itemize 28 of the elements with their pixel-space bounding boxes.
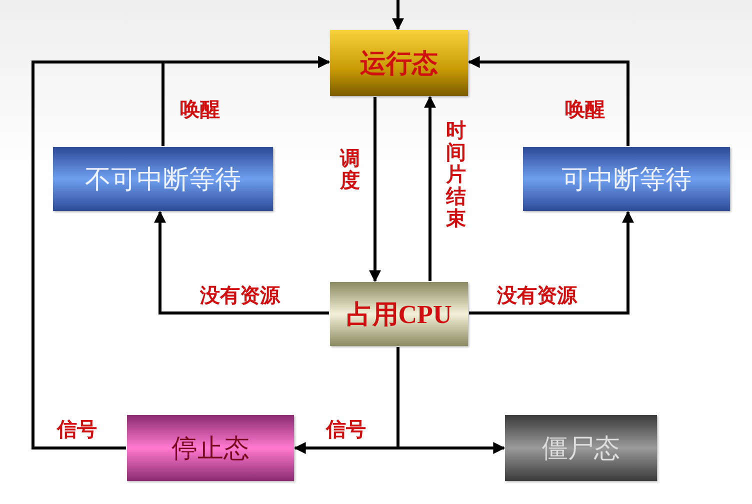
arrow [469,210,634,314]
arrow [32,56,330,450]
state-name: 运行态 [360,48,438,80]
state-box [330,282,468,346]
state-name: 僵尸态 [542,432,620,466]
state-box [53,147,273,211]
state-name: 不可中断等待 [85,164,241,196]
state-name: 可中断等待 [562,164,692,196]
edge-label: 信号 [57,418,97,442]
arrow [396,347,506,454]
arrow [369,97,381,282]
state-box [127,415,294,481]
arrow [392,0,404,30]
arrow [424,96,436,281]
state-box [505,415,657,481]
state-name: 占用CPU [346,298,452,330]
edge-label: 没有资源 [497,284,577,308]
edge-label: 唤醒 [565,98,605,122]
edge-label: 没有资源 [200,284,280,308]
arrow [154,210,329,314]
state-box [330,30,468,96]
state-box [523,147,730,211]
arrow [468,56,630,146]
edge-label: 调度 [340,148,360,192]
edge-label: 信号 [326,418,366,442]
edge-label: 唤醒 [180,98,220,122]
state-name: 停止态 [172,432,250,466]
edge-label: 时间片结束 [446,120,466,230]
